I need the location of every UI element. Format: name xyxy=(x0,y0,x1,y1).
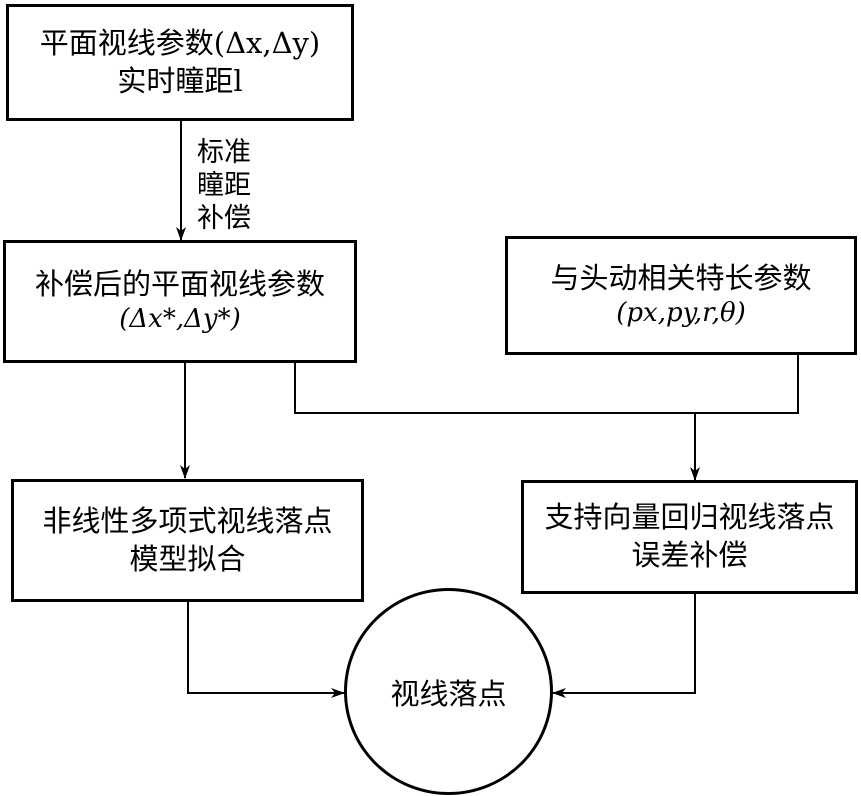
node-input-params: 平面视线参数(Δx,Δy) 实时瞳距l xyxy=(6,4,354,121)
node-compensated-params: 补偿后的平面视线参数 (Δx*,Δy*) xyxy=(3,240,357,363)
arrow-polyfit-to-gaze xyxy=(187,601,345,698)
node-polynomial-fit-line2: 模型拟合 xyxy=(129,541,246,576)
node-head-motion-features-line1: 与头动相关特长参数 xyxy=(550,260,812,295)
node-gaze-point-label: 视线落点 xyxy=(390,676,507,711)
node-head-motion-features: 与头动相关特长参数 (px,py,r,θ) xyxy=(505,236,857,355)
node-compensated-params-line2: (Δx*,Δy*) xyxy=(119,304,241,335)
edge-label-line3: 补偿 xyxy=(197,202,251,234)
node-polynomial-fit: 非线性多项式视线落点 模型拟合 xyxy=(11,479,364,602)
node-svr-compensation-line2: 误差补偿 xyxy=(631,538,748,572)
edge-label-line1: 标准 xyxy=(197,137,251,168)
edge-label-ipd-compensation: 标准 瞳距 补偿 xyxy=(197,137,251,236)
node-gaze-point: 视线落点 xyxy=(344,588,553,795)
node-input-params-line1: 平面视线参数(Δx,Δy) xyxy=(39,25,321,60)
node-head-motion-features-line2: (px,py,r,θ) xyxy=(616,298,746,329)
edge-label-line2: 瞳距 xyxy=(197,169,251,201)
node-svr-compensation-line1: 支持向量回归视线落点 xyxy=(544,500,835,535)
node-compensated-params-line1: 补偿后的平面视线参数 xyxy=(34,266,325,301)
arrow-svr-to-gaze xyxy=(552,593,696,698)
node-polynomial-fit-line1: 非线性多项式视线落点 xyxy=(42,503,333,538)
connector-compensated-merge xyxy=(294,354,799,414)
node-svr-compensation: 支持向量回归视线落点 误差补偿 xyxy=(521,480,858,594)
node-input-params-line2: 实时瞳距l xyxy=(117,63,243,98)
